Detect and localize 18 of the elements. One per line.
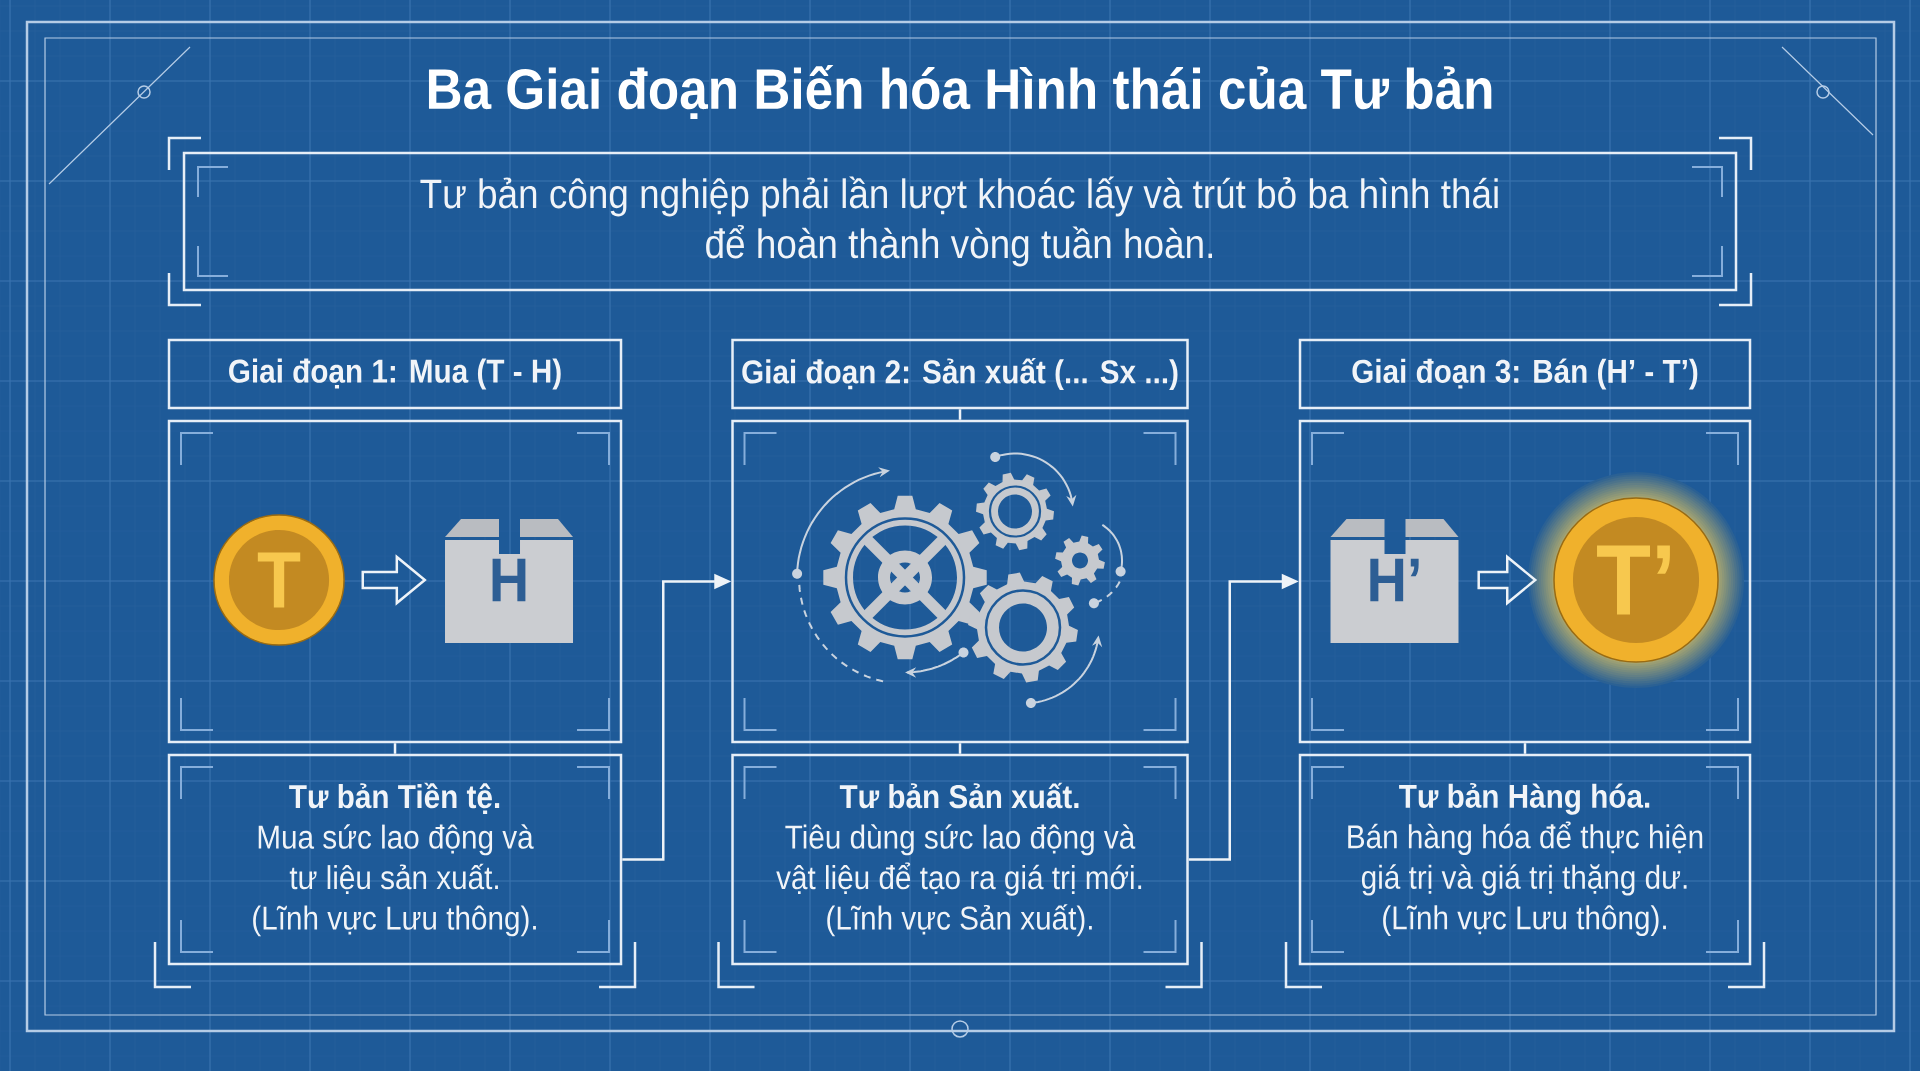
text-box: Tư bản Tiền tệ. Mua sức lao động và tư liệu sản xuất. (Lĩnh vực Lưu thông). <box>167 753 623 966</box>
text-box: Tư bản Hàng hóa. Bán hàng hóa để thực hiện giá trị và giá trị thặng dư. (Lĩnh vực Lưu thông). <box>1298 753 1752 966</box>
package: H <box>445 519 573 643</box>
subtitle-box: Tư bản công nghiệp phải lần lượt khoác lấy và trút bỏ ba hình thái để hoàn thành vòng tuần hoàn. <box>182 151 1738 292</box>
coin: T <box>213 514 345 646</box>
stage-header: Giai đoạn 3: Bán (H’ - T’) <box>1298 338 1752 410</box>
text-box: Tư bản Sản xuất. Tiêu dùng sức lao động và vật liệu để tạo ra giá trị mới. (Lĩnh vực Sản xuất). <box>731 753 1189 966</box>
coin: T’ <box>1553 497 1719 663</box>
connector-line <box>1523 743 1527 754</box>
block-arrow <box>1477 554 1538 606</box>
connector-line <box>393 743 397 754</box>
stage-header: Giai đoạn 1: Mua (T - H) <box>167 338 623 410</box>
block-arrow <box>361 554 427 606</box>
connector-line <box>958 409 962 420</box>
stage-header: Giai đoạn 2: Sản xuất (... Sx ...) <box>731 338 1189 410</box>
package: H’ <box>1330 519 1459 643</box>
connector-line <box>958 743 962 754</box>
title: Ba Giai đoạn Biến hóa Hình thái của Tư bản <box>428 65 1492 119</box>
